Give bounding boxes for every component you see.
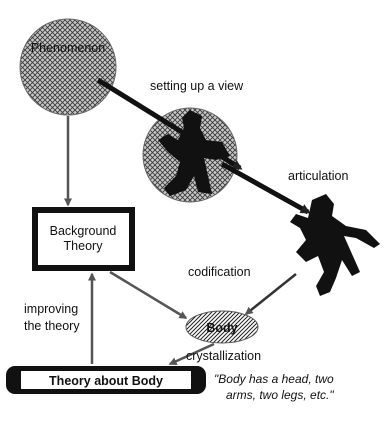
- improving-label-line2: the theory: [24, 319, 80, 333]
- theory-about-body-node: Theory about Body: [6, 366, 206, 394]
- codification-label: codification: [188, 265, 251, 279]
- body-node: Body: [186, 311, 258, 343]
- theory-about-body-label: Theory about Body: [49, 374, 163, 388]
- arrow-background-to-body: [110, 272, 186, 318]
- phenomenon-node: Phenomenon: [20, 19, 116, 115]
- arrow-codification: [246, 274, 296, 314]
- quote-line2: arms, two legs, etc.": [226, 388, 334, 402]
- body-label: Body: [206, 321, 237, 335]
- background-theory-node: Background Theory: [35, 210, 132, 268]
- quote-line1: "Body has a head, two: [214, 372, 334, 386]
- setting-up-view-label: setting up a view: [150, 79, 244, 93]
- background-theory-label-line1: Background: [50, 224, 117, 238]
- phenomenon-label: Phenomenon: [31, 41, 105, 55]
- crystallization-label: crystallization: [186, 349, 261, 363]
- articulation-label: articulation: [288, 169, 348, 183]
- improving-label-line1: improving: [24, 302, 78, 316]
- background-theory-label-line2: Theory: [64, 239, 104, 253]
